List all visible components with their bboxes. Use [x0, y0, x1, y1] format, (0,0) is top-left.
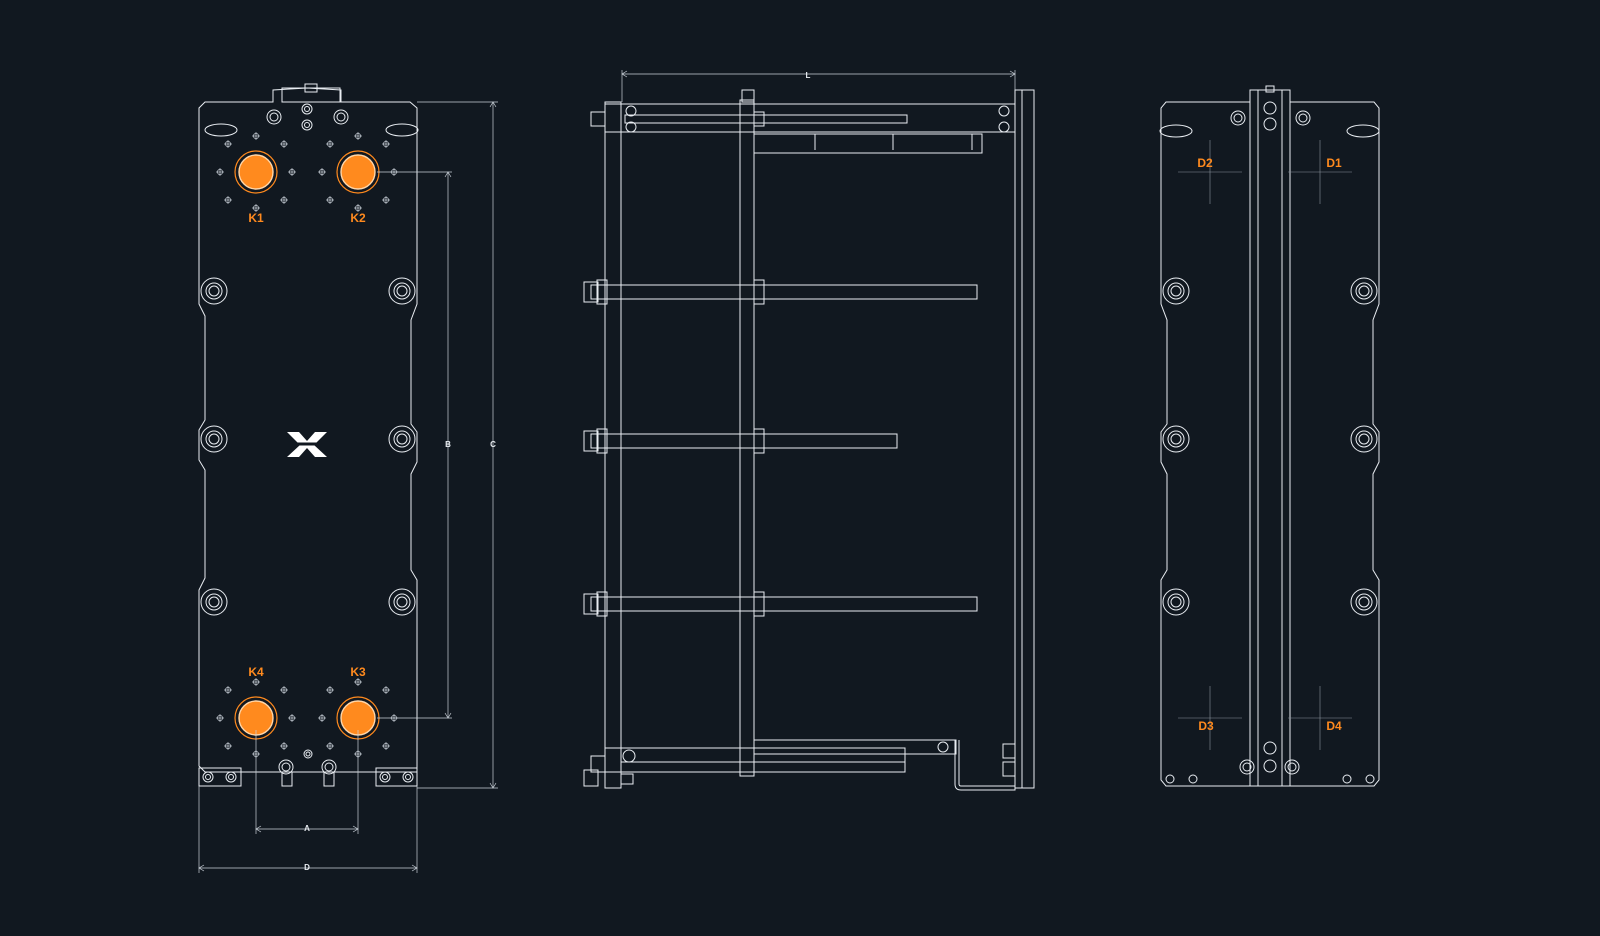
front-bottom-feet	[198, 749, 418, 787]
port-k1: K1	[216, 132, 296, 225]
side-view: L	[583, 70, 1035, 791]
dim-label-d: D	[304, 863, 310, 872]
port-label-k2: K2	[350, 211, 366, 225]
port-k3: K3	[318, 665, 398, 758]
front-slot-right	[385, 123, 419, 137]
side-end-column	[1014, 89, 1035, 789]
port-d3: D3	[1178, 686, 1242, 750]
side-fixed-plate	[604, 101, 622, 789]
front-top-hanger-pin	[304, 83, 318, 93]
port-label-d1: D1	[1326, 156, 1342, 170]
port-label-k3: K3	[350, 665, 366, 679]
front-plate-outline	[198, 87, 418, 773]
front-dimensions	[198, 101, 498, 873]
port-label-d4: D4	[1326, 719, 1342, 733]
port-d4: D4	[1288, 686, 1352, 750]
brand-x-logo-icon	[286, 432, 328, 457]
dim-label-l: L	[806, 71, 811, 80]
front-top-hanger	[281, 87, 341, 103]
dim-label-c: C	[490, 440, 496, 449]
rear-plate-left	[1160, 101, 1250, 787]
rear-side-bolts	[1162, 277, 1378, 616]
dim-label-b: B	[445, 440, 451, 449]
port-label-d3: D3	[1198, 719, 1214, 733]
port-k2: K2	[318, 132, 398, 225]
rear-plate-right	[1290, 101, 1380, 787]
side-tie-rods	[583, 279, 978, 617]
side-pressure-plate	[739, 99, 755, 777]
port-d1: D1	[1288, 140, 1352, 204]
port-label-k1: K1	[248, 211, 264, 225]
front-top-bolts	[266, 103, 349, 131]
side-bottom-bar	[604, 747, 906, 773]
side-top-bar	[604, 103, 1016, 133]
front-side-bolts	[200, 277, 416, 616]
port-d2: D2	[1178, 140, 1242, 204]
dim-label-a: A	[304, 824, 310, 833]
port-label-d2: D2	[1197, 156, 1213, 170]
rear-center-column	[1249, 89, 1291, 787]
front-slot-left	[204, 123, 238, 137]
port-label-k4: K4	[248, 665, 264, 679]
